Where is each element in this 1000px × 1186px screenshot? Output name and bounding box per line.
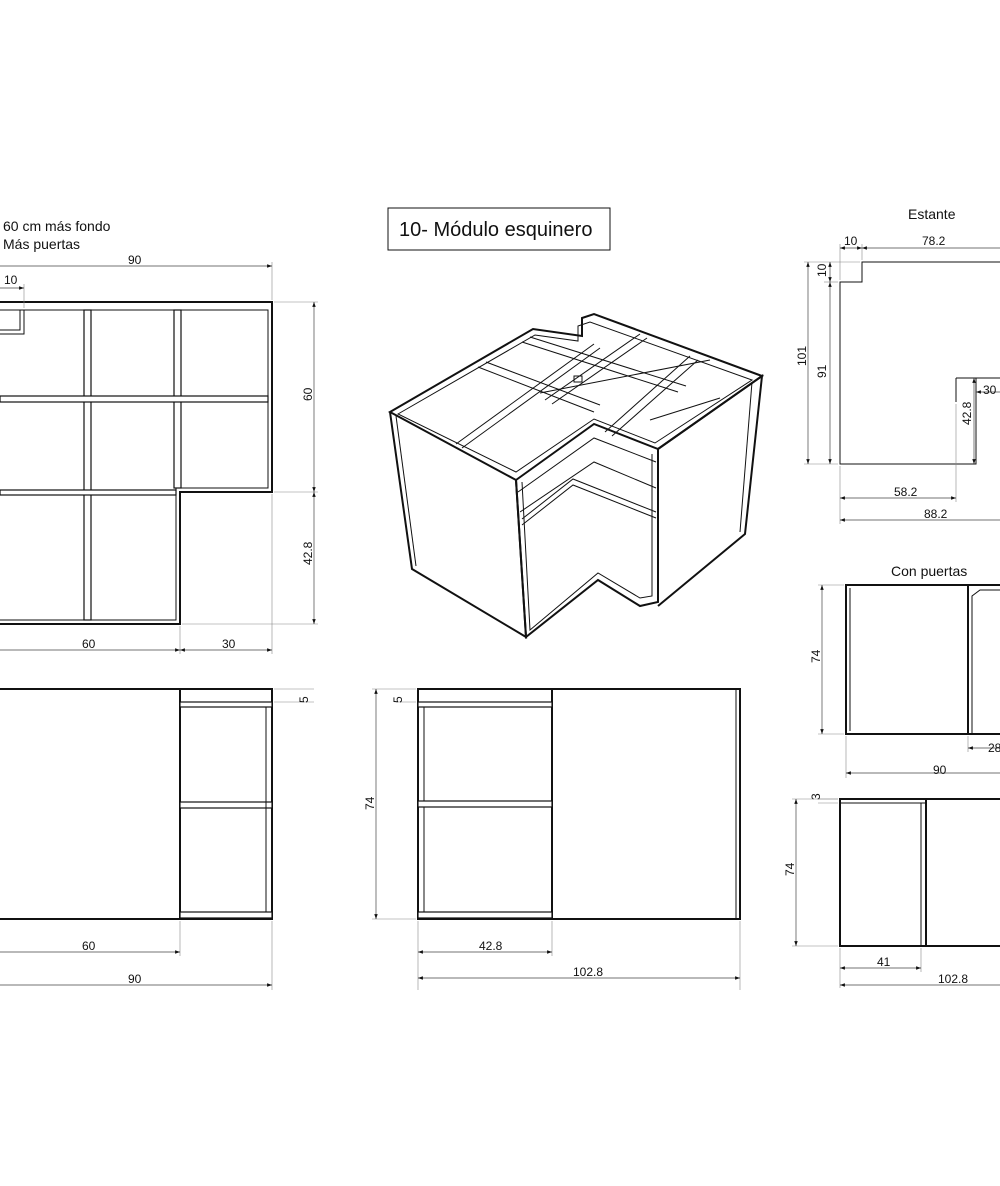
page-title: 10- Módulo esquinero	[399, 219, 592, 241]
dim-plan-total-width: 90	[128, 253, 142, 267]
dim-shelf-58-2: 58.2	[894, 485, 918, 499]
dim-front-top: 5	[297, 696, 311, 703]
dim-side-74: 74	[783, 862, 797, 876]
dim-mid-height: 74	[363, 796, 377, 810]
dim-front-60: 60	[82, 939, 96, 953]
note-line-2: Más puertas	[3, 236, 80, 252]
dim-side-3: 3	[809, 793, 823, 800]
front-view-middle: 5 74 42.8 102.8	[363, 688, 741, 990]
dim-doors-74: 74	[809, 649, 823, 663]
dim-plan-depth-top: 60	[301, 387, 315, 401]
heading-shelf: Estante	[908, 206, 956, 222]
isometric-view	[387, 312, 765, 639]
dim-shelf-10-h: 10	[844, 234, 858, 248]
dim-side-41: 41	[877, 955, 891, 969]
side-view: 3 74 41 102.8	[783, 793, 1000, 988]
heading-doors: Con puertas	[891, 563, 967, 579]
dim-shelf-78-2: 78.2	[922, 234, 946, 248]
shelf-view: Estante 10 78.2 10 101 91 30 42.8 58.2 8…	[795, 206, 1000, 524]
plan-view: 90 10 60 42.8 60 30	[0, 253, 318, 654]
dim-mid-42-8: 42.8	[479, 939, 503, 953]
front-view-left: 5 60 90	[0, 688, 314, 990]
dim-side-102-8: 102.8	[938, 972, 968, 986]
dim-mid-102-8: 102.8	[573, 965, 603, 979]
dim-doors-28: 28	[988, 741, 1000, 755]
dim-plan-bottom-30: 30	[222, 637, 236, 651]
dim-front-90: 90	[128, 972, 142, 986]
dim-mid-top: 5	[391, 696, 405, 703]
dim-doors-90: 90	[933, 763, 947, 777]
dim-plan-notch: 10	[4, 273, 18, 287]
dim-shelf-91: 91	[815, 364, 829, 378]
note-line-1: 60 cm más fondo	[3, 218, 111, 234]
dim-plan-depth-bottom: 42.8	[301, 541, 315, 565]
dim-shelf-101: 101	[795, 346, 809, 366]
dim-plan-bottom-60: 60	[82, 637, 96, 651]
dim-shelf-10-v: 10	[815, 263, 829, 277]
dim-shelf-42-8: 42.8	[960, 401, 974, 425]
title-box: 10- Módulo esquinero	[387, 207, 611, 251]
dim-shelf-30: 30	[983, 383, 997, 397]
doors-view: Con puertas 74 28 90	[809, 563, 1000, 778]
dim-shelf-88-2: 88.2	[924, 507, 948, 521]
